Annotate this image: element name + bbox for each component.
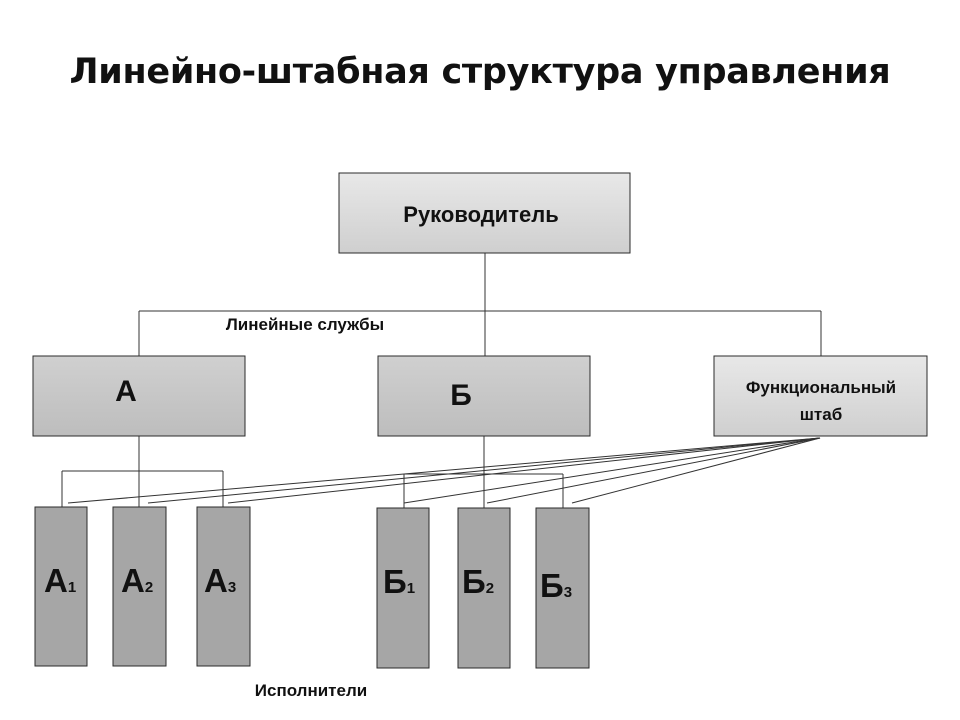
node-a1-box (34, 506, 88, 667)
node-a2: А2 (112, 506, 167, 667)
staff-line-b1 (403, 437, 821, 504)
node-b3-box (535, 507, 590, 669)
staff-line-a2 (147, 437, 821, 504)
node-b2-box (457, 507, 511, 669)
executors-label: Исполнители (255, 681, 367, 700)
node-b-box (377, 355, 591, 437)
staff-line-b2 (486, 437, 821, 504)
staff-box (713, 355, 928, 437)
staff-line-b3 (571, 437, 821, 504)
node-b-label: Б (450, 379, 472, 412)
node-b3: Б3 (535, 507, 590, 669)
line-services-label: Линейные службы (226, 315, 384, 334)
node-a3-box (196, 506, 251, 667)
node-functional-staff: Функциональный штаб (713, 355, 928, 437)
node-a2-box (112, 506, 167, 667)
node-a1: А1 (34, 506, 88, 667)
slide-title: Линейно-штабная структура управления (69, 52, 891, 92)
staff-label-line1: Функциональный (746, 378, 896, 397)
head-box (338, 172, 631, 254)
node-a2-label: А2 (121, 562, 153, 599)
staff-fan-lines (67, 437, 821, 504)
node-b1-box (376, 507, 430, 669)
head-node: Руководитель (338, 172, 631, 254)
node-b2-label: Б2 (462, 563, 494, 600)
a-group-connectors (61, 436, 224, 507)
node-a-label: А (115, 375, 137, 408)
node-b1-label: Б1 (383, 563, 415, 600)
head-label: Руководитель (403, 202, 558, 227)
staff-line-a1 (67, 437, 821, 504)
node-a3: А3 (196, 506, 251, 667)
head-connectors (138, 253, 822, 356)
staff-line-a3 (227, 437, 821, 504)
node-b1: Б1 (376, 507, 430, 669)
node-b2: Б2 (457, 507, 511, 669)
node-a1-label: А1 (44, 562, 76, 599)
node-a-box (32, 355, 246, 437)
a-subunits: А1 А2 А3 (34, 506, 251, 667)
node-b3-label: Б3 (540, 567, 572, 604)
node-a: А (32, 355, 246, 437)
node-b: Б (377, 355, 591, 437)
node-a3-label: А3 (204, 562, 236, 599)
b-group-connectors (403, 436, 564, 508)
b-subunits: Б1 Б2 Б3 (376, 507, 590, 669)
staff-label-line2: штаб (800, 405, 842, 424)
